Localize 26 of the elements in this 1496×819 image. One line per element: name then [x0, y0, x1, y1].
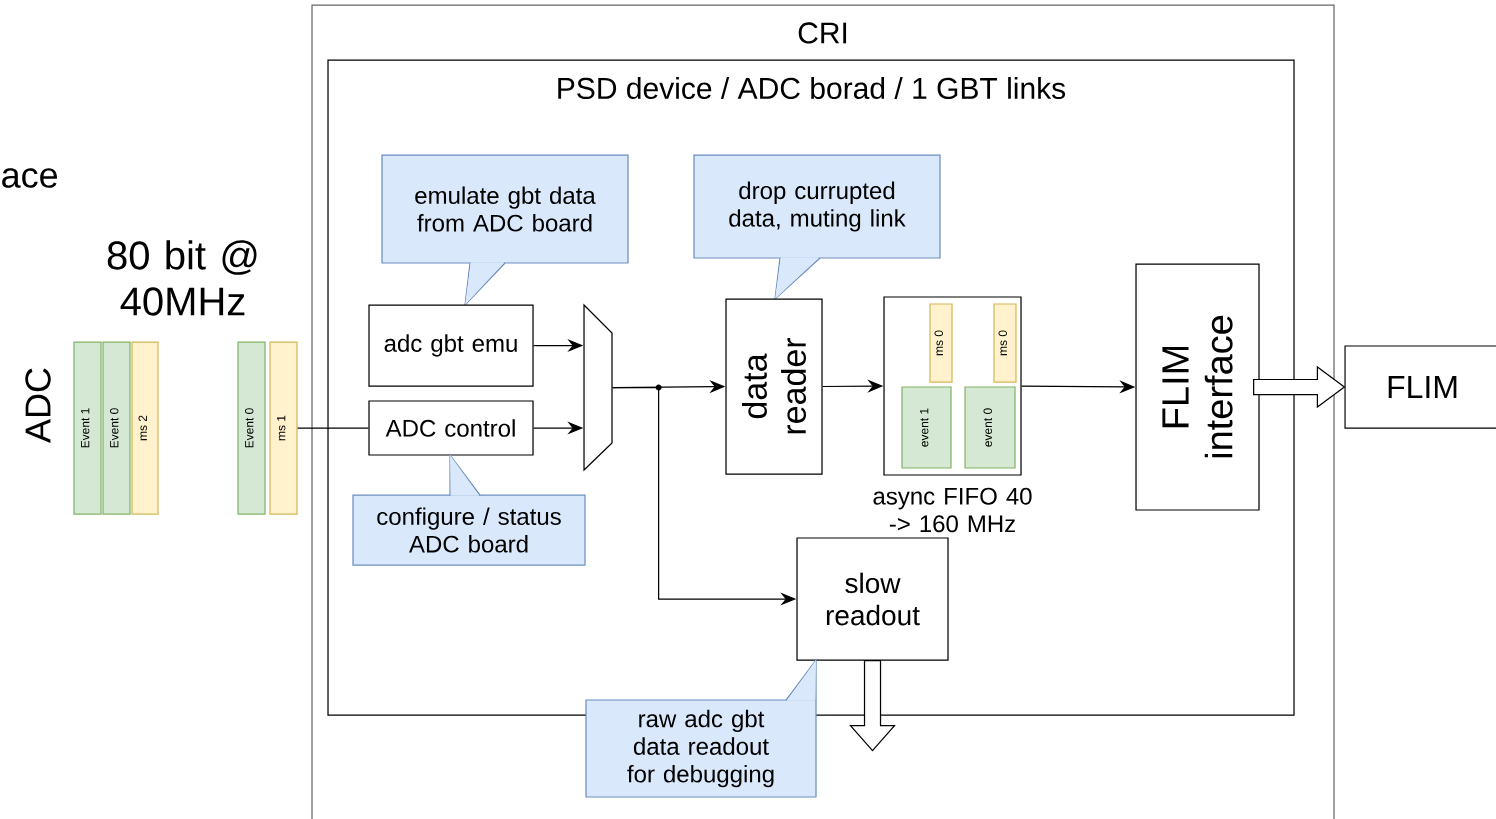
connector-line [297, 427, 369, 429]
block-arrow [1253, 365, 1346, 409]
module-box: data reader [725, 298, 823, 475]
module-box: FLIM interface [1135, 263, 1260, 511]
external-box: FLIM [1344, 345, 1496, 429]
word-cell: ms 0 [929, 303, 953, 383]
word-cell: ms 2 [131, 341, 159, 515]
block-arrow [849, 660, 896, 752]
word-cell: event 1 [901, 386, 952, 469]
node-label: async FIFO 40 -> 160 MHz [873, 487, 1032, 533]
callout-box: raw adc gbt data readout for debugging [585, 658, 817, 798]
module-box: slow readout [796, 537, 949, 661]
word-cell: Event 1 [73, 341, 102, 515]
word-cell: Event 0 [102, 341, 131, 515]
word-cell: Event 0 [237, 341, 266, 515]
callout-box: emulate gbt data from ADC board [381, 154, 629, 307]
module-box: ADC control [368, 400, 534, 456]
callout-box: drop currupted data, muting link [693, 154, 941, 301]
rate-label: 80 bit @ 40MHz [107, 240, 257, 316]
word-cell: ms 0 [993, 303, 1017, 383]
device-label: ADC [25, 368, 51, 443]
callout-box: configure / status ADC board [352, 453, 586, 566]
title-fragment: ace [2, 168, 58, 188]
word-cell: event 0 [964, 386, 1016, 469]
module-box: adc gbt emu [368, 304, 534, 387]
word-cell: ms 1 [269, 341, 298, 515]
